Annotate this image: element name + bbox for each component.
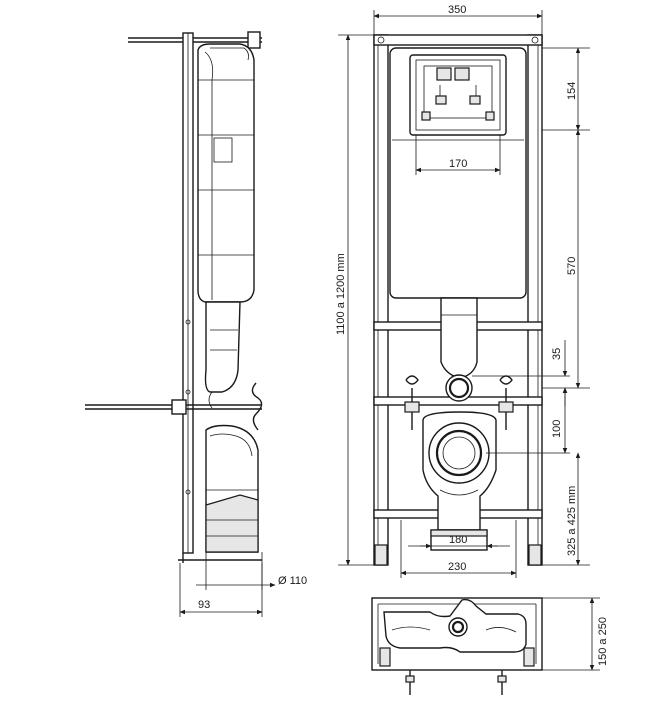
width-170-label: 170 — [449, 158, 467, 170]
width-350-label: 350 — [448, 4, 466, 16]
total-height-label: 1100 a 1200 mm — [335, 253, 347, 335]
width-180-label: 180 — [449, 534, 467, 546]
height-35-label: 35 — [551, 348, 563, 360]
plan-view: 150 a 250 — [371, 597, 609, 695]
front-view: 350 154 170 570 35 100 325 a 425 mm 1100 — [335, 4, 590, 578]
width-230-label: 230 — [448, 561, 466, 573]
height-570-label: 570 — [566, 257, 578, 275]
depth-150-label: 150 a 250 — [597, 617, 609, 666]
depth-93-label: 93 — [198, 599, 210, 611]
height-325-label: 325 a 425 mm — [566, 486, 578, 556]
height-154-label: 154 — [566, 82, 578, 100]
side-view: Ø 110 93 — [85, 31, 307, 617]
height-100-label: 100 — [551, 420, 563, 438]
diameter-110-label: Ø 110 — [278, 575, 307, 587]
